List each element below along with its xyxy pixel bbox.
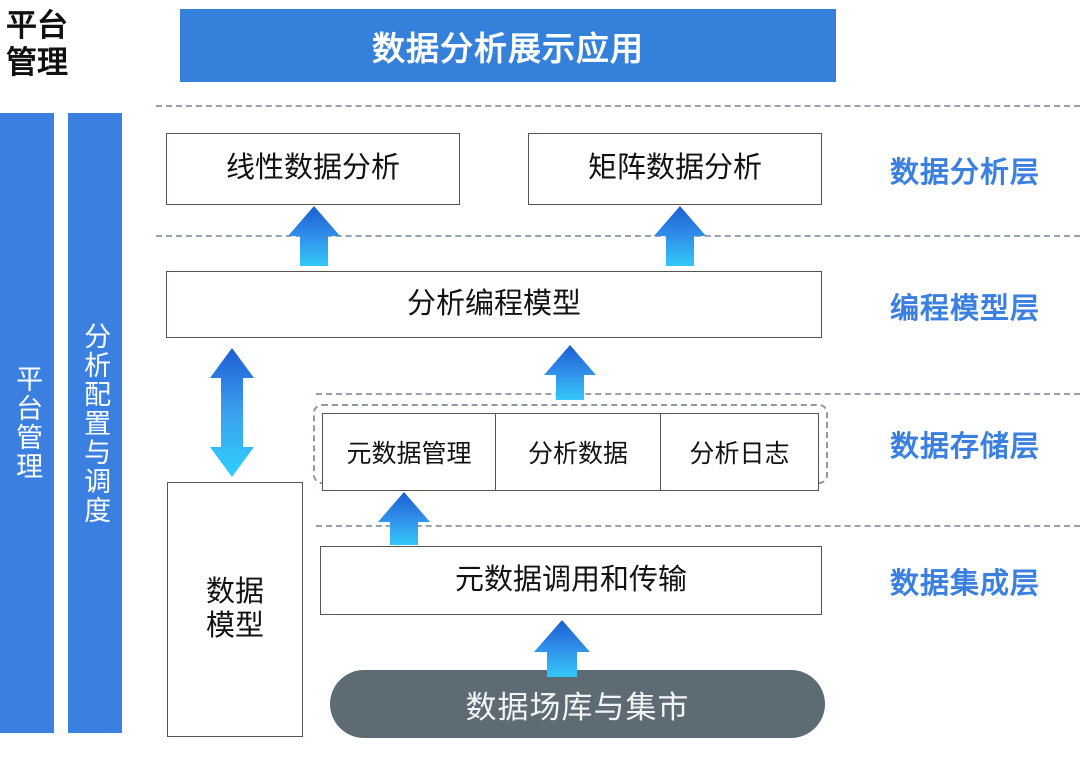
arrow-up-icon-integration-to-storage	[378, 492, 430, 545]
layer-label-analysis-text: 数据分析层	[890, 157, 1041, 189]
group-data-storage: 元数据管理 分析数据 分析日志	[313, 404, 828, 491]
box-data-model-label: 数据 模型	[205, 576, 264, 642]
box-linear-data-analysis[interactable]: 线性数据分析	[166, 133, 460, 205]
divider-storage-integration	[316, 525, 1080, 527]
cell-metadata-management[interactable]: 元数据管理	[323, 414, 496, 490]
layer-label-analysis: 数据分析层	[890, 140, 1040, 200]
sidebar-analysis-config-scheduling[interactable]: 分析配置与调度	[68, 113, 122, 733]
layer-label-integration-text: 数据集成层	[890, 568, 1041, 600]
box-metadata-transfer-label: 元数据调用和传输	[454, 563, 687, 596]
cell-analysis-data[interactable]: 分析数据	[496, 414, 661, 490]
layer-label-storage-text: 数据存储层	[890, 431, 1041, 463]
sidebar-platform-management-label: 平台管理	[12, 365, 43, 481]
layer-label-programming-model: 编程模型层	[890, 276, 1040, 336]
box-data-warehouse-mart-label: 数据场库与集市	[465, 689, 690, 725]
arrow-up-down-icon-model-storage	[210, 348, 254, 477]
banner-data-analysis-app[interactable]: 数据分析展示应用	[180, 9, 836, 82]
layer-label-programming-model-text: 编程模型层	[890, 293, 1041, 325]
corner-title: 平台 管理	[6, 8, 68, 80]
cell-metadata-management-label: 元数据管理	[346, 440, 472, 468]
box-linear-data-analysis-label: 线性数据分析	[225, 152, 400, 185]
sidebar-analysis-config-scheduling-label: 分析配置与调度	[80, 321, 111, 525]
arrow-up-icon-storage-to-model	[544, 345, 596, 400]
arrow-up-icon-warehouse-to-transfer	[534, 620, 590, 677]
box-metadata-transfer[interactable]: 元数据调用和传输	[320, 546, 822, 615]
box-analysis-programming-model[interactable]: 分析编程模型	[166, 271, 822, 338]
box-matrix-data-analysis[interactable]: 矩阵数据分析	[528, 133, 822, 205]
cell-analysis-data-label: 分析数据	[527, 440, 628, 468]
divider-analysis-programming	[156, 235, 1080, 237]
divider-app-analysis	[156, 105, 1080, 107]
layer-label-integration: 数据集成层	[890, 551, 1040, 611]
storage-cells-row: 元数据管理 分析数据 分析日志	[322, 413, 819, 491]
box-analysis-programming-model-label: 分析编程模型	[406, 287, 581, 320]
box-data-model[interactable]: 数据 模型	[167, 482, 303, 737]
cell-analysis-log-label: 分析日志	[689, 440, 790, 468]
cell-analysis-log[interactable]: 分析日志	[661, 414, 818, 490]
box-matrix-data-analysis-label: 矩阵数据分析	[587, 152, 762, 185]
layer-label-storage: 数据存储层	[890, 414, 1040, 474]
divider-programming-storage	[316, 393, 1080, 395]
banner-label: 数据分析展示应用	[372, 29, 644, 67]
box-data-warehouse-mart[interactable]: 数据场库与集市	[330, 670, 825, 738]
sidebar-platform-management[interactable]: 平台管理	[0, 113, 54, 733]
